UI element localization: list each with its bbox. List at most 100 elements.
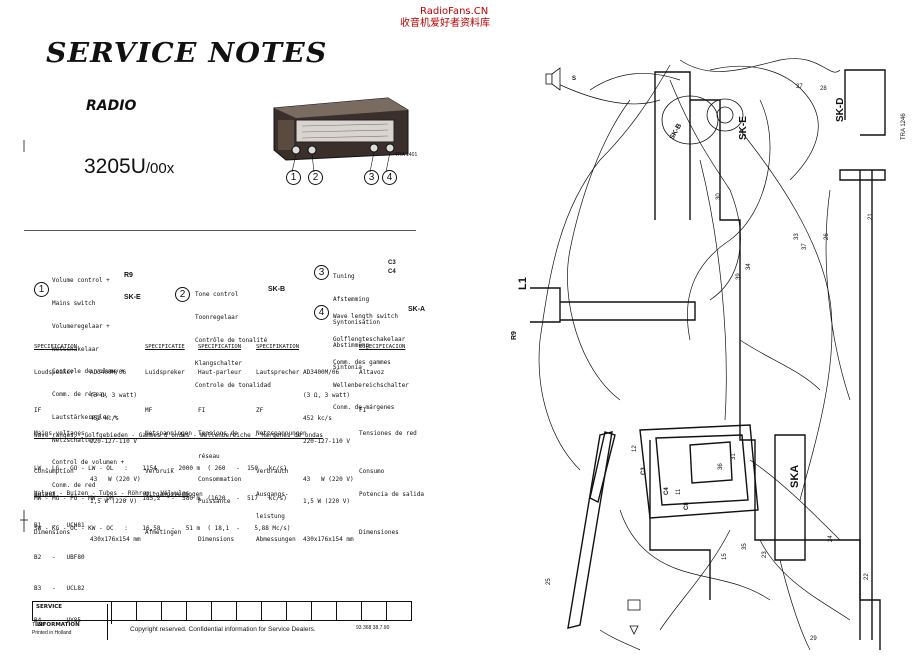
label-s: S	[572, 76, 576, 82]
spec-cell: Tensions de	[198, 429, 238, 437]
control-1-line: Lautstärkeregler +	[52, 413, 118, 421]
spec-cell: Haut-parleur	[198, 369, 242, 377]
spec-cell: 1,5 W (220 V)	[303, 498, 350, 506]
info-cell	[137, 602, 162, 620]
control-2-line: Contrôle de tonalité	[195, 336, 268, 344]
spec-cell: ZF	[256, 407, 264, 415]
control-3-line: Sintonia	[333, 364, 362, 372]
photo-caption: TRA 1401	[395, 152, 418, 158]
watermark-line1: RadioFans.CN	[420, 6, 489, 17]
control-2-text: Tone control Toonregelaar Contrôle de to…	[195, 276, 271, 398]
control-1-line: Volumeregelaar +	[52, 322, 110, 330]
spec-cell: (3 Ω, 3 watt)	[90, 391, 137, 399]
spec-col-en: Loudspeaker IF Mains voltages Consumptio…	[34, 354, 85, 544]
tube-ref: B2	[34, 553, 42, 561]
control-3-text: Tuning Afstemming Syntonisation Abstimmu…	[333, 258, 380, 380]
tube-type: UCL82	[66, 585, 85, 592]
spec-cell: Afmetingen	[145, 528, 182, 536]
control-4-text: Wave length switch Golflengteschakelaar …	[333, 298, 409, 420]
control-1-line: Volume control +	[52, 277, 110, 285]
wiring-diagram: SK-D SK-E SK-B SKA L1 R9 TRA 1246 S C3 C…	[511, 58, 907, 651]
spec-col-es: Altavoz FI Tensiones de red Consumo Pote…	[359, 354, 424, 544]
diagram-num: 35	[742, 543, 748, 550]
diagram-num: 29	[810, 636, 817, 642]
tube-ref: B1	[34, 522, 42, 529]
diagram-num: 15	[722, 553, 728, 560]
spec-cell: 220-127-110 V	[303, 437, 350, 445]
control-1-ref-r9: R9	[124, 272, 133, 279]
service-label-2: INFORMATION	[36, 622, 108, 640]
spec-cell: Dimensions	[34, 528, 71, 536]
control-3-ref-c4: C4	[388, 269, 396, 275]
service-info-label: SERVICE INFORMATION	[33, 602, 112, 640]
spec-cell: 452 kc/s	[303, 414, 332, 422]
control-2-line: Toonregelaar	[195, 313, 239, 321]
diagram-num: 31	[731, 453, 737, 460]
spec-cell: Consumo	[359, 467, 385, 475]
spec-cell: AD3400M/06	[90, 369, 127, 377]
spec-cell: Puissance	[198, 498, 231, 506]
control-4-line: Wellenbereichschalter	[333, 381, 409, 389]
label-c8: C8	[684, 502, 690, 510]
spec-cell: leistung	[256, 513, 285, 521]
label-c3: C3	[641, 467, 647, 475]
spec-cell: 43 W (220 V)	[90, 475, 141, 483]
spec-cell: Consommation	[198, 475, 242, 483]
info-cell	[387, 602, 411, 620]
spec-cell: Verbrauch	[256, 467, 289, 475]
diagram-num: 11	[676, 488, 682, 495]
control-3-line: Abstimmung	[333, 341, 370, 349]
control-3-number: 3	[314, 265, 329, 280]
diagram-num: 30	[716, 193, 722, 200]
control-3-ref-c3: C3	[388, 260, 396, 266]
control-3-line: Syntonisation	[333, 318, 380, 326]
info-cell	[312, 602, 337, 620]
spec-cell: Abmessungen	[256, 536, 296, 544]
spec-cell: MF	[145, 407, 153, 415]
control-1-ref-ske: SK-E	[124, 294, 141, 301]
info-cell	[112, 602, 137, 620]
wave-row: MW - MG - PO - MW - OM : 185,2 - 580 m (…	[34, 495, 287, 502]
model-number: 3205U/00x	[84, 155, 174, 179]
spec-header-de: SPECIFIKATION	[256, 344, 300, 350]
spec-col-values-2: AD3400M/06 (3 Ω, 3 watt) 452 kc/s 220-12…	[303, 354, 354, 551]
spec-cell: AD3400M/06	[303, 369, 340, 377]
diagram-num: 27	[796, 84, 803, 90]
wave-ranges-title: Wave ranges - Golfgebieden - Gammes d'on…	[34, 432, 323, 439]
diagram-num: 12	[632, 445, 638, 452]
label-skd: SK-D	[835, 98, 846, 122]
wave-ranges-table: LW - LG - GO - LW - OL : 1154 - 2000 m (…	[34, 444, 290, 544]
tube-row: B3 - UCL82	[34, 585, 85, 592]
control-1-line: Comm. de réseau	[52, 391, 107, 399]
label-tra: TRA 1246	[901, 113, 907, 140]
spec-cell: Verbruik	[145, 467, 174, 475]
control-4-line: Wave length switch	[333, 313, 399, 321]
spec-cell: 430x176x154 mm	[90, 536, 141, 544]
control-2-number: 2	[175, 287, 190, 302]
control-2-ref: SK-B	[268, 286, 286, 293]
spec-cell: Dimensions	[198, 536, 235, 544]
diagram-num: 24	[828, 535, 834, 542]
spec-cell: FI	[359, 407, 367, 415]
tube-type: UCH81	[66, 522, 85, 529]
control-2-line: Tone control	[195, 291, 239, 299]
watermark-line2: 收音机爱好者资料库	[400, 18, 490, 29]
control-4-ref: SK-A	[408, 306, 426, 313]
spec-cell: Lautsprecher	[256, 369, 300, 377]
callout-2: 2	[308, 170, 323, 185]
spec-cell: Output	[34, 490, 56, 498]
diagram-num: 28	[820, 86, 827, 92]
control-1-text: Volume control + Mains switch Volumerege…	[52, 262, 124, 497]
diagram-num: 26	[824, 233, 830, 240]
tubes-title: Valves - Buizen - Tubes - Röhren - Válvu…	[34, 490, 190, 497]
service-label-1: SERVICE	[36, 604, 108, 622]
margin-marks	[20, 140, 28, 532]
spec-cell: FI	[198, 407, 206, 415]
radio-photo	[273, 97, 409, 173]
spec-cell: Potencia de salida	[359, 490, 425, 498]
service-info-box: SERVICE INFORMATION	[32, 601, 412, 640]
spec-cell: Mains voltages	[34, 429, 85, 437]
control-1-line: Conm. de red	[52, 482, 96, 490]
model-main: 3205U	[84, 155, 146, 178]
control-3-line: Tuning	[333, 273, 355, 281]
